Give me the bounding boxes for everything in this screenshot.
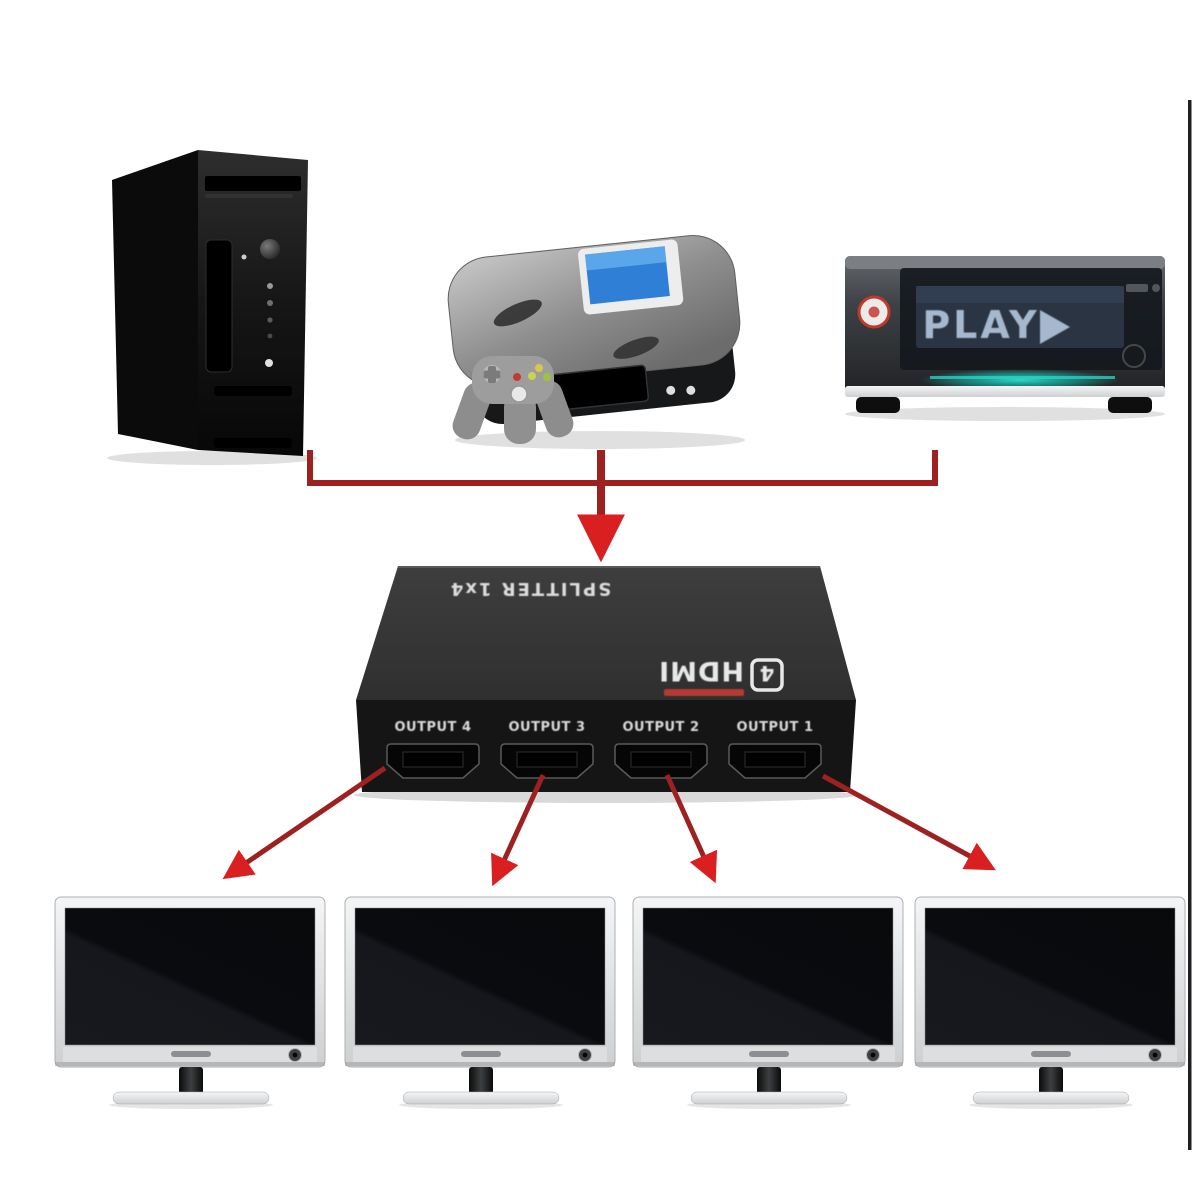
pc-optical-drive-slot <box>205 176 301 191</box>
console-front-dot-2 <box>686 385 696 395</box>
pc-front-dot-1 <box>267 283 273 289</box>
controller-joystick <box>510 385 528 403</box>
controller-c-button-1 <box>535 364 543 372</box>
controller-start-button <box>513 373 521 381</box>
player-button-1 <box>1126 284 1148 292</box>
player-base-strip <box>845 386 1165 397</box>
pc-side-face <box>112 150 198 450</box>
media-player: PLAY <box>845 256 1165 421</box>
player-glow-line <box>930 376 1115 379</box>
pc-vent-strip <box>205 239 233 373</box>
hdmi-badge-number: 4 <box>760 661 775 685</box>
output-arrows <box>222 765 996 887</box>
console-front-dot-1 <box>666 385 676 395</box>
pc-front-dot-4 <box>267 333 273 339</box>
pc-led-dot <box>241 254 247 260</box>
play-triangle-icon <box>1040 310 1070 344</box>
cartridge-label-top <box>585 246 667 271</box>
pc-front-dot-3 <box>267 317 273 323</box>
pc-bottom-vent-1 <box>214 386 292 396</box>
tv-4 <box>914 896 1186 1110</box>
hdmi-badge-outline <box>750 658 784 692</box>
player-display-sheen <box>916 286 1124 303</box>
arrow-to-tv-1 <box>222 765 387 880</box>
output-label-2: OUTPUT 2 <box>623 720 700 735</box>
pc-front-dot-2 <box>267 300 273 306</box>
player-shadow <box>845 407 1165 421</box>
hdmi-logo-text: HDMI <box>658 655 744 686</box>
player-foot-left <box>856 397 900 413</box>
console-shadow <box>455 431 745 449</box>
splitter-outputs: OUTPUT 4 OUTPUT 3 OUTPUT 2 OUTPUT 1 <box>386 720 822 779</box>
hdmi-output-port-2 <box>614 743 708 779</box>
game-console <box>447 234 745 449</box>
splitter-top-label: SPLITTER 1x4 <box>449 578 611 599</box>
hdmi-output-port-1 <box>728 743 822 779</box>
hdmi-output-port-4 <box>386 743 480 779</box>
pc-shadow <box>107 451 317 465</box>
arrow-to-tv-3 <box>664 773 718 884</box>
player-display-text: PLAY <box>922 303 1039 347</box>
tv-2 <box>344 896 616 1110</box>
hdmi-logo: 4 HDMI <box>658 655 784 696</box>
pc-front-face <box>198 150 308 456</box>
pc-drive-ridge <box>205 194 293 198</box>
pc-power-led <box>265 359 273 367</box>
hdmi-splitter: SPLITTER 1x4 4 HDMI OUTPUT 4 OUTPUT 3 OU… <box>354 566 858 803</box>
arrow-to-tv-2 <box>491 773 546 887</box>
player-top-edge <box>845 256 1165 269</box>
player-button-2 <box>1152 284 1160 292</box>
pc-bottom-vent-2 <box>214 438 292 448</box>
hdmi-output-port-3 <box>500 743 594 779</box>
pc-power-button <box>260 239 280 259</box>
console-vent-right <box>613 336 659 359</box>
splitter-top-face <box>356 566 856 700</box>
player-foot-right <box>1108 397 1152 413</box>
bracket-line <box>307 450 938 486</box>
arrow-to-tv-4 <box>821 773 996 871</box>
pc-tower <box>107 150 317 465</box>
player-logo-center <box>868 306 880 318</box>
right-border-line <box>1188 100 1192 1150</box>
player-knob <box>1122 344 1146 368</box>
splitter-front-face <box>356 700 856 792</box>
hdmi-logo-red-tagline <box>664 689 744 696</box>
tv-3 <box>632 896 904 1110</box>
source-bracket <box>307 450 938 563</box>
player-glow <box>920 369 1120 391</box>
tv-1 <box>54 896 326 1110</box>
output-label-1: OUTPUT 1 <box>737 720 814 735</box>
output-label-4: OUTPUT 4 <box>395 720 472 735</box>
controller-center-grip <box>504 392 536 444</box>
output-label-3: OUTPUT 3 <box>509 720 586 735</box>
controller-dpad-h <box>483 370 501 379</box>
controller-c-button-3 <box>528 372 536 380</box>
game-controller <box>452 356 574 444</box>
controller-c-button-2 <box>543 373 551 381</box>
console-vent-left <box>493 299 542 327</box>
